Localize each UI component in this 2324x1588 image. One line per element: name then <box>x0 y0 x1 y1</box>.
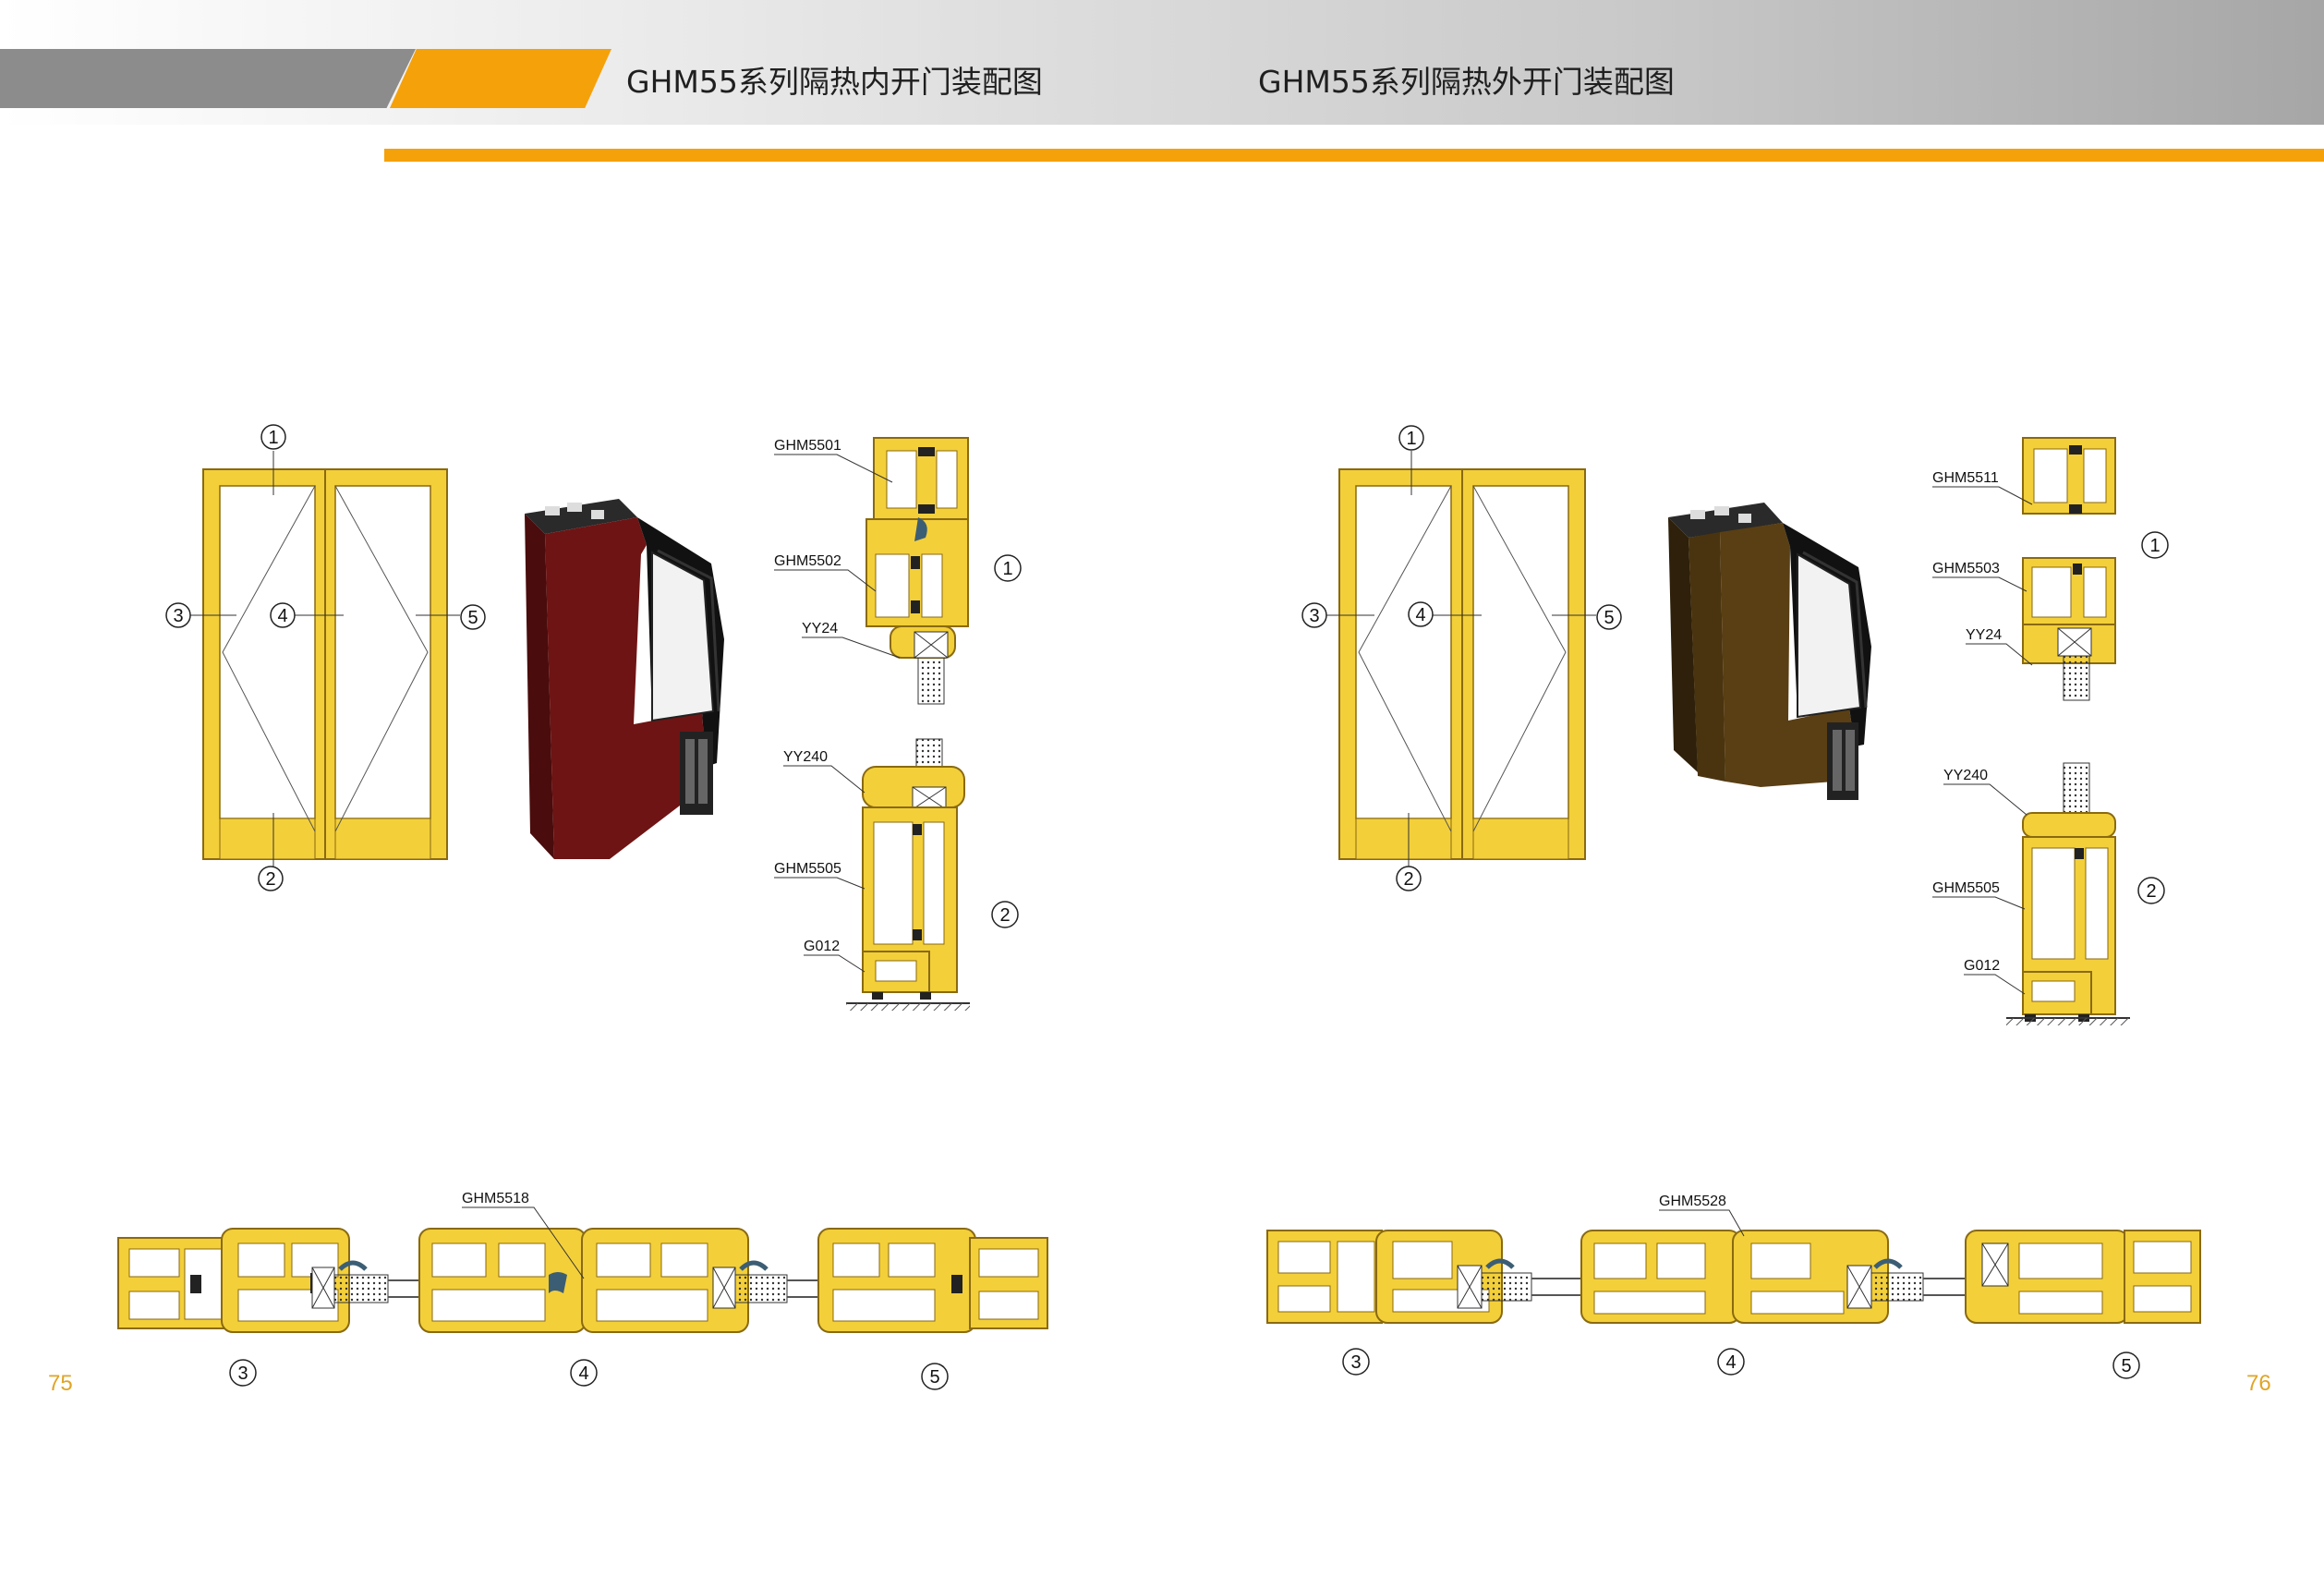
left-elevation-marker-2: 2 <box>258 866 284 891</box>
right-horizontal-label: GHM5528 <box>1659 1194 1745 1237</box>
left-top-label-1: GHM5501 <box>774 438 893 483</box>
svg-text:1: 1 <box>2149 536 2160 556</box>
svg-text:5: 5 <box>929 1367 939 1388</box>
svg-text:GHM5501: GHM5501 <box>774 438 841 454</box>
right-horizontal-marker-5: 5 <box>2112 1352 2140 1379</box>
svg-text:3: 3 <box>173 606 183 626</box>
right-bottom-label-1: YY240 <box>1943 768 2027 816</box>
page-number-left: 75 <box>48 1371 73 1396</box>
left-door-elevation <box>190 451 460 868</box>
left-horizontal-label: GHM5518 <box>462 1191 585 1279</box>
left-horizontal-marker-5: 5 <box>921 1363 949 1390</box>
svg-text:GHM5505: GHM5505 <box>1932 880 2000 896</box>
svg-text:2: 2 <box>1403 869 1413 890</box>
svg-text:4: 4 <box>578 1364 588 1384</box>
svg-text:YY24: YY24 <box>802 621 838 636</box>
left-bottom-label-3: G012 <box>804 939 865 973</box>
right-horizontal-marker-4: 4 <box>1717 1348 1745 1376</box>
svg-text:3: 3 <box>1309 606 1319 626</box>
svg-text:4: 4 <box>277 606 287 626</box>
svg-text:G012: G012 <box>804 939 840 954</box>
left-horizontal-section <box>117 1228 1048 1333</box>
left-elevation-marker-5: 5 <box>460 604 486 630</box>
left-top-marker: 1 <box>994 554 1022 582</box>
right-horizontal-marker-3: 3 <box>1342 1348 1370 1376</box>
svg-text:4: 4 <box>1725 1352 1736 1373</box>
left-bottom-section <box>846 738 970 1011</box>
svg-text:GHM5518: GHM5518 <box>462 1191 529 1206</box>
svg-text:GHM5528: GHM5528 <box>1659 1194 1726 1209</box>
right-bottom-label-3: G012 <box>1964 958 2026 995</box>
right-elevation-marker-4: 4 <box>1408 601 1434 627</box>
svg-text:G012: G012 <box>1964 958 2000 974</box>
svg-text:3: 3 <box>237 1364 248 1384</box>
left-bottom-marker: 2 <box>991 901 1019 928</box>
header-orange-line <box>384 149 2324 162</box>
svg-text:5: 5 <box>467 608 478 628</box>
right-bottom-label-2: GHM5505 <box>1932 880 2026 910</box>
right-elevation-marker-3: 3 <box>1301 602 1327 628</box>
svg-text:YY240: YY240 <box>1943 768 1988 783</box>
svg-text:GHM5505: GHM5505 <box>774 861 841 877</box>
left-elevation-marker-3: 3 <box>165 602 191 628</box>
right-profile-render <box>1668 503 1871 800</box>
svg-text:1: 1 <box>268 428 278 448</box>
right-top-section <box>2022 437 2116 701</box>
svg-text:GHM5502: GHM5502 <box>774 553 841 569</box>
svg-text:1: 1 <box>1406 429 1416 449</box>
svg-text:2: 2 <box>2146 881 2156 902</box>
svg-text:1: 1 <box>1002 559 1012 579</box>
right-top-marker: 1 <box>2141 531 2169 559</box>
right-top-label-2: GHM5503 <box>1932 561 2027 592</box>
svg-text:GHM5503: GHM5503 <box>1932 561 2000 576</box>
svg-text:2: 2 <box>265 869 275 890</box>
svg-text:5: 5 <box>2121 1356 2131 1376</box>
svg-text:GHM5511: GHM5511 <box>1932 470 1999 486</box>
left-profile-render <box>525 499 724 859</box>
right-door-elevation <box>1326 451 1596 868</box>
svg-text:2: 2 <box>999 905 1010 926</box>
svg-text:3: 3 <box>1350 1352 1361 1373</box>
header-orange-tab <box>390 49 611 108</box>
svg-text:5: 5 <box>1604 608 1614 628</box>
left-top-section <box>865 437 969 705</box>
right-top-label-1: GHM5511 <box>1932 470 2033 505</box>
right-elevation-marker-5: 5 <box>1596 604 1622 630</box>
left-elevation-marker-1: 1 <box>260 424 286 450</box>
left-top-label-2: GHM5502 <box>774 553 877 592</box>
svg-text:YY240: YY240 <box>783 749 828 765</box>
page-title-right: GHM55系列隔热外开门装配图 <box>1258 64 1675 100</box>
svg-text:4: 4 <box>1415 605 1425 625</box>
page-title-left: GHM55系列隔热内开门装配图 <box>626 64 1043 100</box>
left-elevation-marker-4: 4 <box>270 602 296 628</box>
right-elevation-marker-1: 1 <box>1398 425 1424 451</box>
page-number-right: 76 <box>2246 1371 2271 1396</box>
left-bottom-label-2: GHM5505 <box>774 861 865 890</box>
right-top-label-3: YY24 <box>1966 627 2033 666</box>
right-elevation-marker-2: 2 <box>1396 866 1422 891</box>
right-horizontal-section <box>1266 1230 2201 1324</box>
header-gray-bar <box>0 49 416 108</box>
left-bottom-label-1: YY240 <box>783 749 865 794</box>
right-bottom-marker: 2 <box>2137 877 2165 904</box>
left-horizontal-marker-3: 3 <box>229 1359 257 1387</box>
left-horizontal-marker-4: 4 <box>570 1359 598 1387</box>
left-top-label-3: YY24 <box>802 621 901 659</box>
right-bottom-section <box>2006 762 2130 1025</box>
svg-text:YY24: YY24 <box>1966 627 2002 643</box>
